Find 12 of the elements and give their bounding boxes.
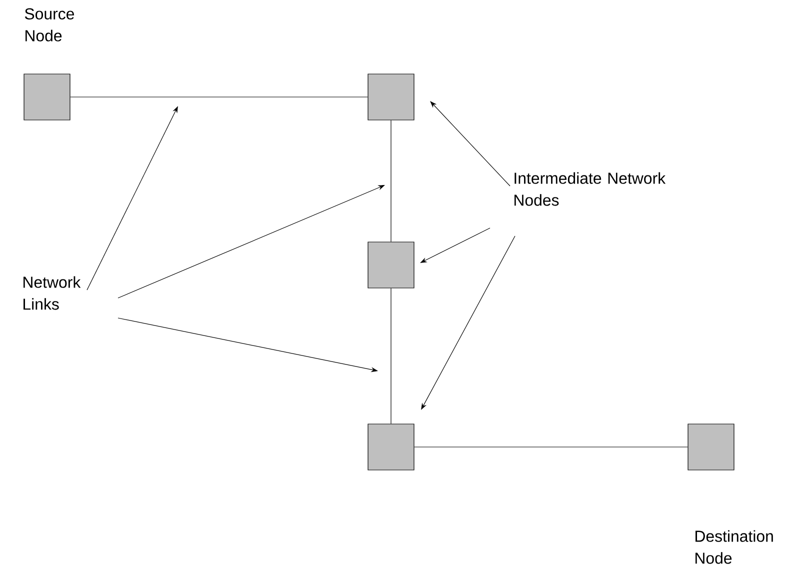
callout-text: Intermediate Network Nodes — [514, 172, 666, 206]
link-line — [390, 288, 392, 424]
square-node — [368, 424, 414, 470]
link-line — [70, 96, 368, 98]
square-node — [368, 74, 414, 120]
node-label: Source Node — [24, 8, 74, 42]
link-line — [390, 120, 392, 242]
leader-arrow — [430, 101, 510, 186]
square-node — [368, 242, 414, 288]
node-label: Destination Node — [696, 530, 773, 564]
link-line — [414, 446, 688, 448]
callout-text: Network Links — [24, 276, 81, 310]
